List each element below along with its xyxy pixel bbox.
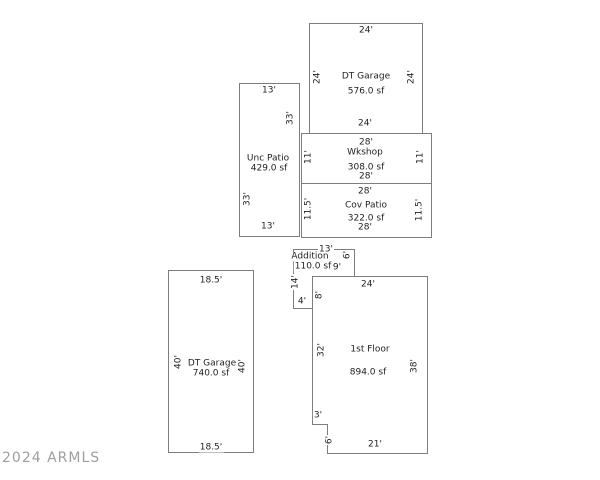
dt-garage-bottom-dim-top: 18.5' [198,275,224,286]
dt-garage-top-area: 576.0 sf [346,86,386,97]
first-floor-dim-upper-left: 8' [314,289,325,301]
unc-patio-area: 429.0 sf [249,163,289,174]
first-floor-dim-right: 38' [409,358,420,374]
unc-patio-dim-bottom: 13' [260,221,276,232]
dt-garage-bottom-name: DT Garage [186,358,238,369]
cov-patio-area: 322.0 sf [346,213,386,224]
dt-garage-top-name: DT Garage [340,71,392,82]
dt-garage-top-dim-right: 24' [406,69,417,85]
first-floor-dim-bottom: 21' [367,439,383,450]
addition-dim-right: 6' [342,249,353,261]
unc-patio-dim-left: 33' [242,191,253,207]
dt-garage-bottom-dim-right: 40' [237,358,248,374]
addition-area: 110.0 sf [293,261,333,272]
first-floor-outline [312,276,428,454]
addition-dim-inner: 9' [331,262,343,273]
unc-patio-dim-right: 33' [285,110,296,126]
cov-patio-dim-top: 28' [357,186,373,197]
first-floor-dim-step: 3' [312,410,324,421]
wkshop-dim-left: 11' [303,149,314,165]
first-floor-area: 894.0 sf [348,367,388,378]
dt-garage-bottom-dim-left: 40' [173,354,184,370]
wkshop-dim-top: 28' [358,137,374,148]
dt-garage-top-dim-top: 24' [358,25,374,36]
first-floor-dim-left: 32' [316,342,327,358]
dt-garage-top-dim-bottom: 24' [357,118,373,129]
first-floor-name: 1st Floor [349,344,391,355]
unc-patio-name: Unc Patio [245,153,291,164]
first-floor-dim-top: 24' [360,279,376,290]
wkshop-dim-right: 11' [415,149,426,165]
unc-patio-dim-top: 13' [261,85,277,96]
addition-name: Addition [290,251,330,262]
wkshop-name: Wkshop [346,147,384,158]
cov-patio-name: Cov Patio [343,200,389,211]
addition-dim-top: 13' [318,244,334,255]
cov-patio-dim-bottom: 28' [357,222,373,233]
cov-patio-dim-right: 11.5' [414,197,425,223]
first-floor-dim-lower-left: 6' [324,434,335,446]
addition-dim-left: 14' [290,274,301,290]
dt-garage-bottom-dim-bottom: 18.5' [198,442,224,453]
wkshop-area: 308.0 sf [346,162,386,173]
dt-garage-top-dim-left: 24' [312,69,323,85]
addition-dim-bottom: 4' [296,296,308,307]
cov-patio-dim-left: 11.5' [303,196,314,222]
armls-watermark: 2024 ARMLS [2,450,101,466]
dt-garage-bottom-area: 740.0 sf [191,368,231,379]
wkshop-dim-bottom: 28' [358,171,374,182]
